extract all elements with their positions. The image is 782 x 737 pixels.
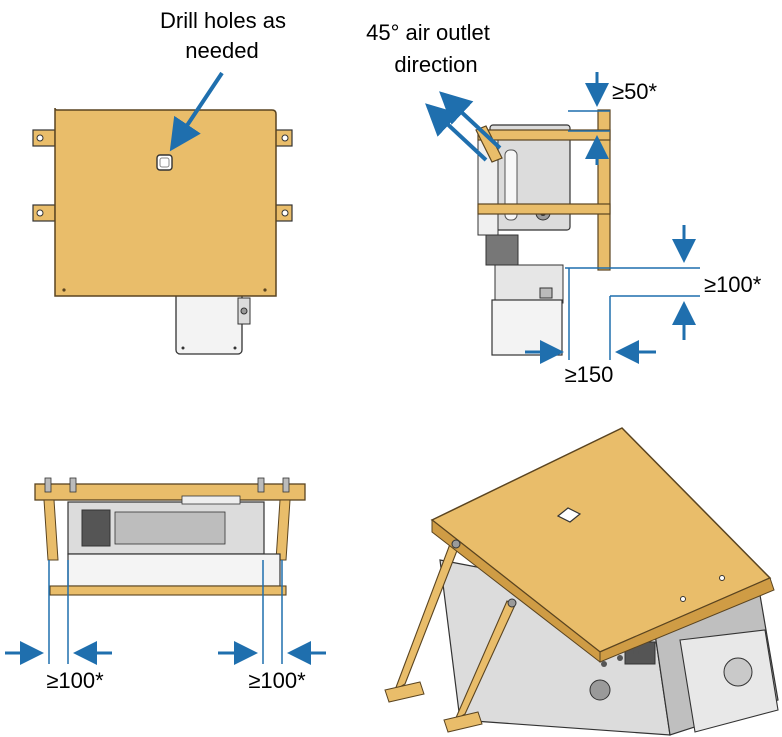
arrow-icon bbox=[169, 71, 224, 152]
front-view: ≥100* ≥100* bbox=[5, 477, 326, 693]
screw-icon bbox=[451, 539, 461, 549]
arrow-icon bbox=[439, 91, 502, 150]
bracket-left-upper bbox=[32, 129, 56, 147]
air-outlet-label-2: direction bbox=[394, 52, 477, 77]
isometric-view bbox=[384, 427, 779, 736]
drill-hole-icon bbox=[156, 154, 173, 171]
bracket-left-lower bbox=[32, 204, 56, 222]
clearance-left-label: ≥100* bbox=[46, 668, 104, 693]
clearance-back-label: ≥150 bbox=[565, 362, 614, 387]
side-view: 45° air outlet direction ≥50* ≥100* ≥150 bbox=[366, 20, 762, 387]
bracket-bar-lower bbox=[477, 203, 611, 215]
bracket-bar-front-view bbox=[49, 585, 287, 596]
inverter-body-front-view bbox=[67, 495, 281, 587]
clearance-bottom-label: ≥100* bbox=[704, 272, 762, 297]
clearance-top-label: ≥50* bbox=[612, 79, 658, 104]
drill-holes-label-2: needed bbox=[185, 38, 258, 63]
screw-icon bbox=[44, 477, 290, 493]
drill-hole-icon bbox=[556, 507, 582, 523]
inverter-body-top-view bbox=[175, 289, 251, 355]
arrow-icon bbox=[425, 103, 488, 162]
top-view: Drill holes as needed bbox=[32, 8, 293, 355]
roof-plate-side-view bbox=[475, 125, 503, 163]
roof-plate-top-view bbox=[54, 107, 277, 297]
air-outlet-label: 45° air outlet bbox=[366, 20, 490, 45]
clearance-right-label: ≥100* bbox=[248, 668, 306, 693]
drill-holes-label: Drill holes as bbox=[160, 8, 286, 33]
